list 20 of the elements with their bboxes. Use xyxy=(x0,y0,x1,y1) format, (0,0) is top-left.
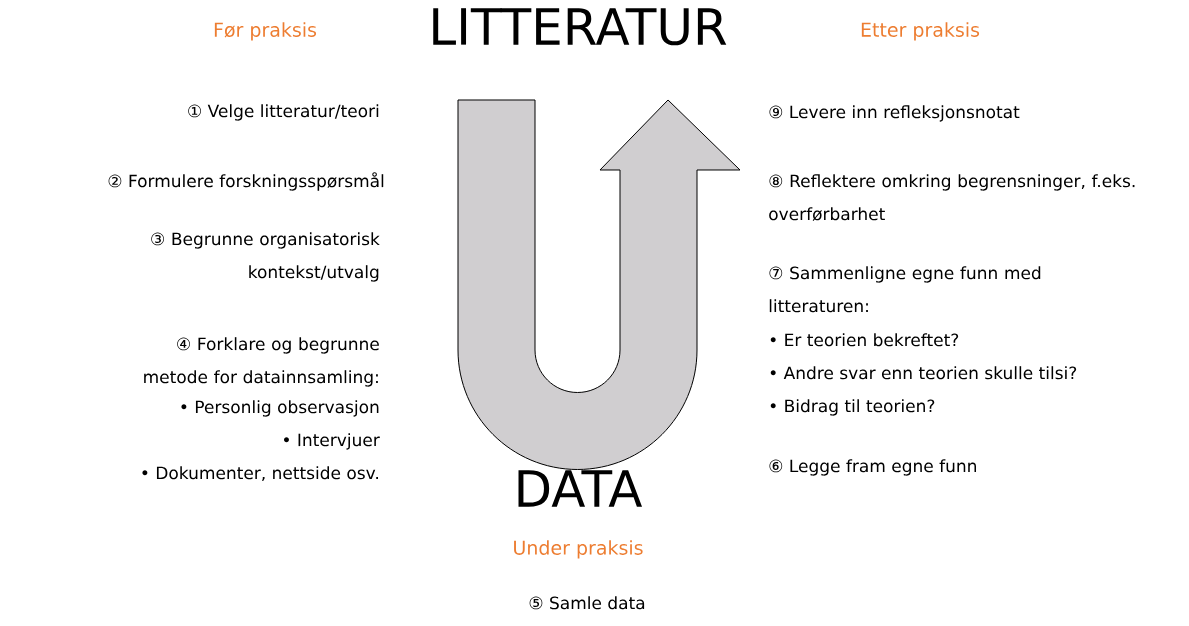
title: DATA xyxy=(518,470,643,507)
step-text: ⑤ Samle data xyxy=(529,596,645,610)
step-text: ⑦ Sammenligne egne funn med litteraturen: xyxy=(769,266,1041,313)
heading: Etter praksis xyxy=(861,22,980,41)
heading: Før praksis xyxy=(214,22,317,41)
step-text: ⑥ Legge fram egne funn xyxy=(769,459,976,476)
step-text: ⑧ Reflektere omkring begrensninger, f.eks. overførbarhet xyxy=(769,174,1135,221)
bullet-item: • Personlig observasjon xyxy=(181,400,379,417)
step-text: ② Formulere forskningsspørsmål xyxy=(108,172,384,191)
step-text: ④ Forklare og begrunne metode for datainnsamling: xyxy=(144,337,379,387)
step-text: ① Velge litteratur/teori xyxy=(188,104,379,121)
bullet-item: • Andre svar enn teorien skulle tilsi? xyxy=(770,366,1077,380)
heading: Under praksis xyxy=(514,540,643,559)
bullet-item: • Er teorien bekreftet? xyxy=(770,333,959,347)
step-text: ③ Begrunne organisatorisk kontekst/utvalg xyxy=(151,232,380,282)
title: LITTERATUR xyxy=(433,8,727,46)
bullet-item: • Intervjuer xyxy=(284,433,380,450)
bullet-item: • Dokumenter, nettside osv. xyxy=(142,466,378,482)
step-text: ⑨ Levere inn refleksjonsnotat xyxy=(769,105,1020,122)
bullet-item: • Bidrag til teorien? xyxy=(770,399,935,416)
